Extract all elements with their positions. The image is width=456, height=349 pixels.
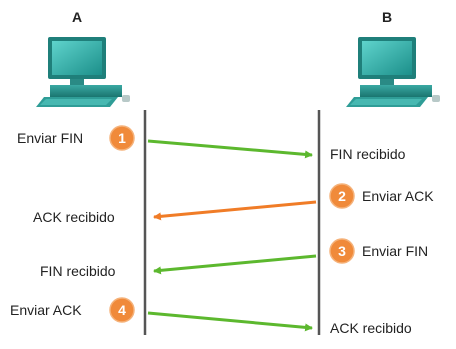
host-a-computer-icon xyxy=(36,37,130,107)
host-a-label: A xyxy=(72,9,82,25)
step-4-recv-label: ACK recibido xyxy=(330,320,412,336)
step-2-send-label: Enviar ACK xyxy=(362,188,434,204)
step-2-recv-label: ACK recibido xyxy=(33,209,115,225)
host-b-label: B xyxy=(382,9,392,25)
ack-arrow-a-to-b xyxy=(147,311,313,332)
step-4-send-label: Enviar ACK xyxy=(10,302,82,318)
step-2-number: 2 xyxy=(338,188,346,204)
step-1-number: 1 xyxy=(118,130,126,146)
ack-arrow-b-to-a xyxy=(153,200,317,221)
host-b-computer-icon xyxy=(346,37,440,107)
step-3-badge: 3 xyxy=(329,238,355,264)
step-3-recv-label: FIN recibido xyxy=(40,263,116,279)
step-4-badge: 4 xyxy=(109,297,135,323)
step-3-number: 3 xyxy=(338,243,346,259)
fin-arrow-a-to-b xyxy=(147,139,313,159)
step-4-number: 4 xyxy=(118,302,126,318)
fin-arrow-b-to-a xyxy=(153,254,317,275)
step-2-badge: 2 xyxy=(329,183,355,209)
step-1-send-label: Enviar FIN xyxy=(17,130,83,146)
step-1-badge: 1 xyxy=(109,125,135,151)
step-3-send-label: Enviar FIN xyxy=(362,243,428,259)
step-1-recv-label: FIN recibido xyxy=(330,146,406,162)
